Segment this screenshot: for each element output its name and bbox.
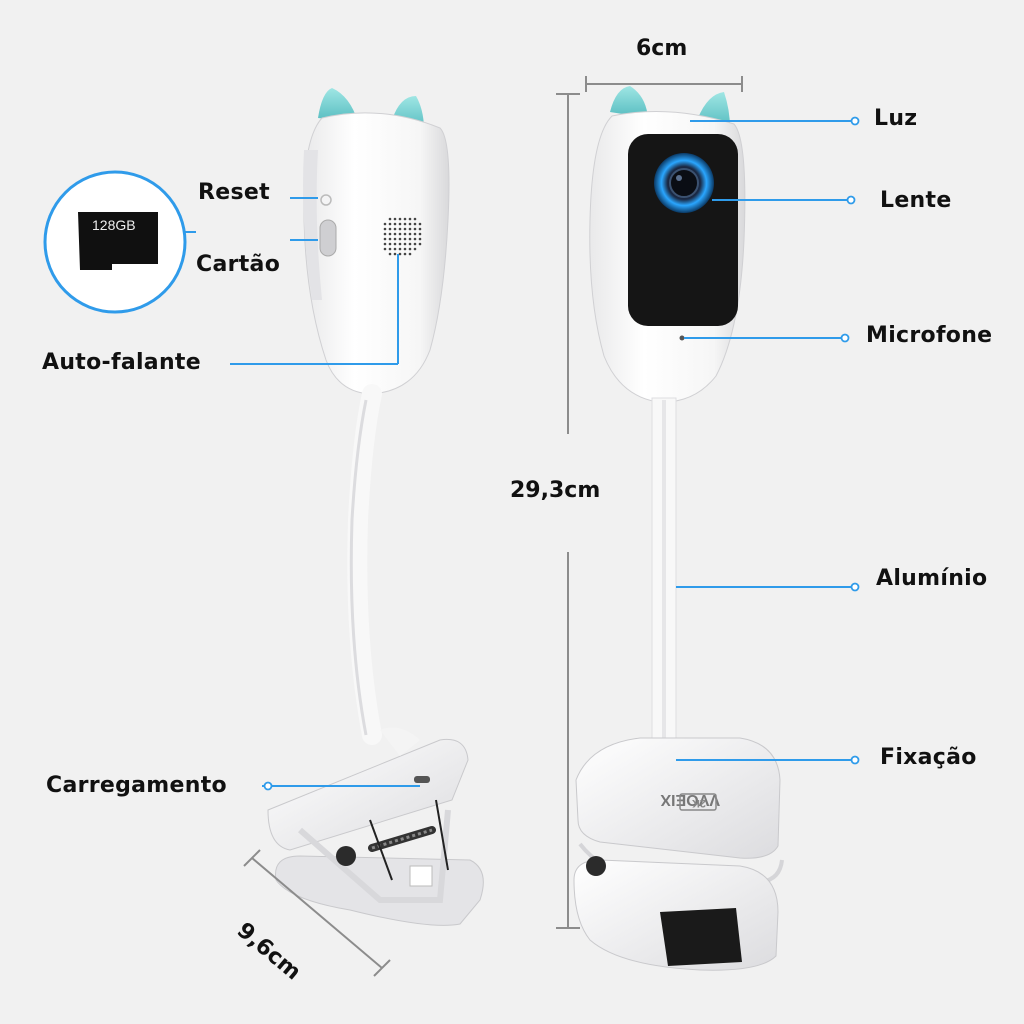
speaker-hole — [413, 232, 417, 236]
label-speaker: Auto-falante — [42, 350, 201, 375]
left-camera-side-view — [267, 88, 484, 926]
speaker-hole — [403, 237, 407, 241]
label-microphone: Microfone — [866, 323, 993, 348]
speaker-hole — [408, 237, 412, 241]
speaker-hole — [408, 227, 412, 231]
label-aluminum: Alumínio — [876, 566, 988, 591]
speaker-hole — [408, 217, 412, 221]
right-camera-front-view: VVOEIX 2K — [573, 86, 784, 971]
speaker-hole — [413, 242, 417, 246]
speaker-hole — [393, 222, 397, 226]
speaker-hole — [383, 242, 387, 246]
speaker-hole — [413, 237, 417, 241]
speaker-hole — [403, 222, 407, 226]
height-dimension-label: 29,3cm — [510, 478, 601, 503]
speaker-hole — [388, 237, 392, 241]
speaker-hole — [398, 247, 402, 251]
gooseneck — [347, 384, 382, 745]
label-lens: Lente — [880, 188, 952, 213]
speaker-hole — [393, 247, 397, 251]
speaker-grille — [383, 217, 422, 256]
speaker-hole — [393, 237, 397, 241]
speaker-hole — [393, 232, 397, 236]
camera-head — [303, 112, 450, 395]
callout-lines — [184, 120, 852, 787]
speaker-hole — [388, 252, 392, 256]
charging-port — [414, 776, 430, 783]
clip-brand-text: VVOEIX — [660, 791, 720, 808]
speaker-hole — [393, 242, 397, 246]
reset-hole — [320, 194, 332, 206]
clip-badge-text: 2K — [692, 797, 706, 809]
speaker-hole — [418, 227, 422, 231]
speaker-hole — [398, 232, 402, 236]
speaker-hole — [393, 217, 397, 221]
speaker-hole — [403, 232, 407, 236]
speaker-hole — [413, 247, 417, 251]
speaker-hole — [408, 247, 412, 251]
speaker-hole — [383, 247, 387, 251]
speaker-hole — [388, 247, 392, 251]
sd-card-icon — [78, 212, 158, 270]
speaker-hole — [408, 242, 412, 246]
speaker-hole — [388, 217, 392, 221]
speaker-hole — [403, 247, 407, 251]
speaker-hole — [398, 227, 402, 231]
speaker-hole — [408, 232, 412, 236]
label-light: Luz — [874, 106, 918, 131]
speaker-hole — [418, 232, 422, 236]
speaker-hole — [408, 222, 412, 226]
speaker-hole — [388, 227, 392, 231]
label-reset: Reset — [198, 180, 270, 205]
speaker-hole — [383, 237, 387, 241]
speaker-hole — [398, 252, 402, 256]
speaker-hole — [398, 222, 402, 226]
speaker-hole — [383, 232, 387, 236]
speaker-hole — [413, 222, 417, 226]
front-clip-top — [575, 737, 781, 859]
speaker-hole — [388, 232, 392, 236]
speaker-hole — [398, 217, 402, 221]
clip-base — [275, 855, 484, 926]
callout-dots — [263, 116, 860, 791]
rubber-pad — [660, 908, 742, 966]
front-left-ear — [610, 86, 648, 118]
speaker-hole — [393, 227, 397, 231]
clip-top — [267, 738, 469, 851]
speaker-hole — [398, 242, 402, 246]
speaker-hole — [403, 242, 407, 246]
card-slot — [319, 219, 337, 257]
speaker-hole — [418, 242, 422, 246]
label-charging: Carregamento — [46, 773, 227, 798]
sd-card-capacity: 128GB — [92, 217, 136, 233]
microphone-hole — [679, 335, 685, 341]
speaker-hole — [398, 237, 402, 241]
width-dimension-label: 6cm — [636, 36, 688, 61]
label-mount: Fixação — [880, 745, 977, 770]
speaker-hole — [388, 242, 392, 246]
speaker-hole — [413, 217, 417, 221]
speaker-hole — [413, 227, 417, 231]
spring-mechanism — [368, 799, 449, 887]
speaker-hole — [393, 252, 397, 256]
speaker-hole — [418, 237, 422, 241]
speaker-hole — [403, 217, 407, 221]
speaker-hole — [408, 252, 412, 256]
label-card: Cartão — [196, 252, 281, 277]
sd-card-callout: 128GB — [43, 170, 187, 314]
speaker-hole — [418, 222, 422, 226]
speaker-hole — [383, 227, 387, 231]
speaker-hole — [403, 227, 407, 231]
speaker-hole — [388, 222, 392, 226]
dimension-lines — [243, 76, 743, 977]
speaker-hole — [383, 222, 387, 226]
speaker-hole — [403, 252, 407, 256]
